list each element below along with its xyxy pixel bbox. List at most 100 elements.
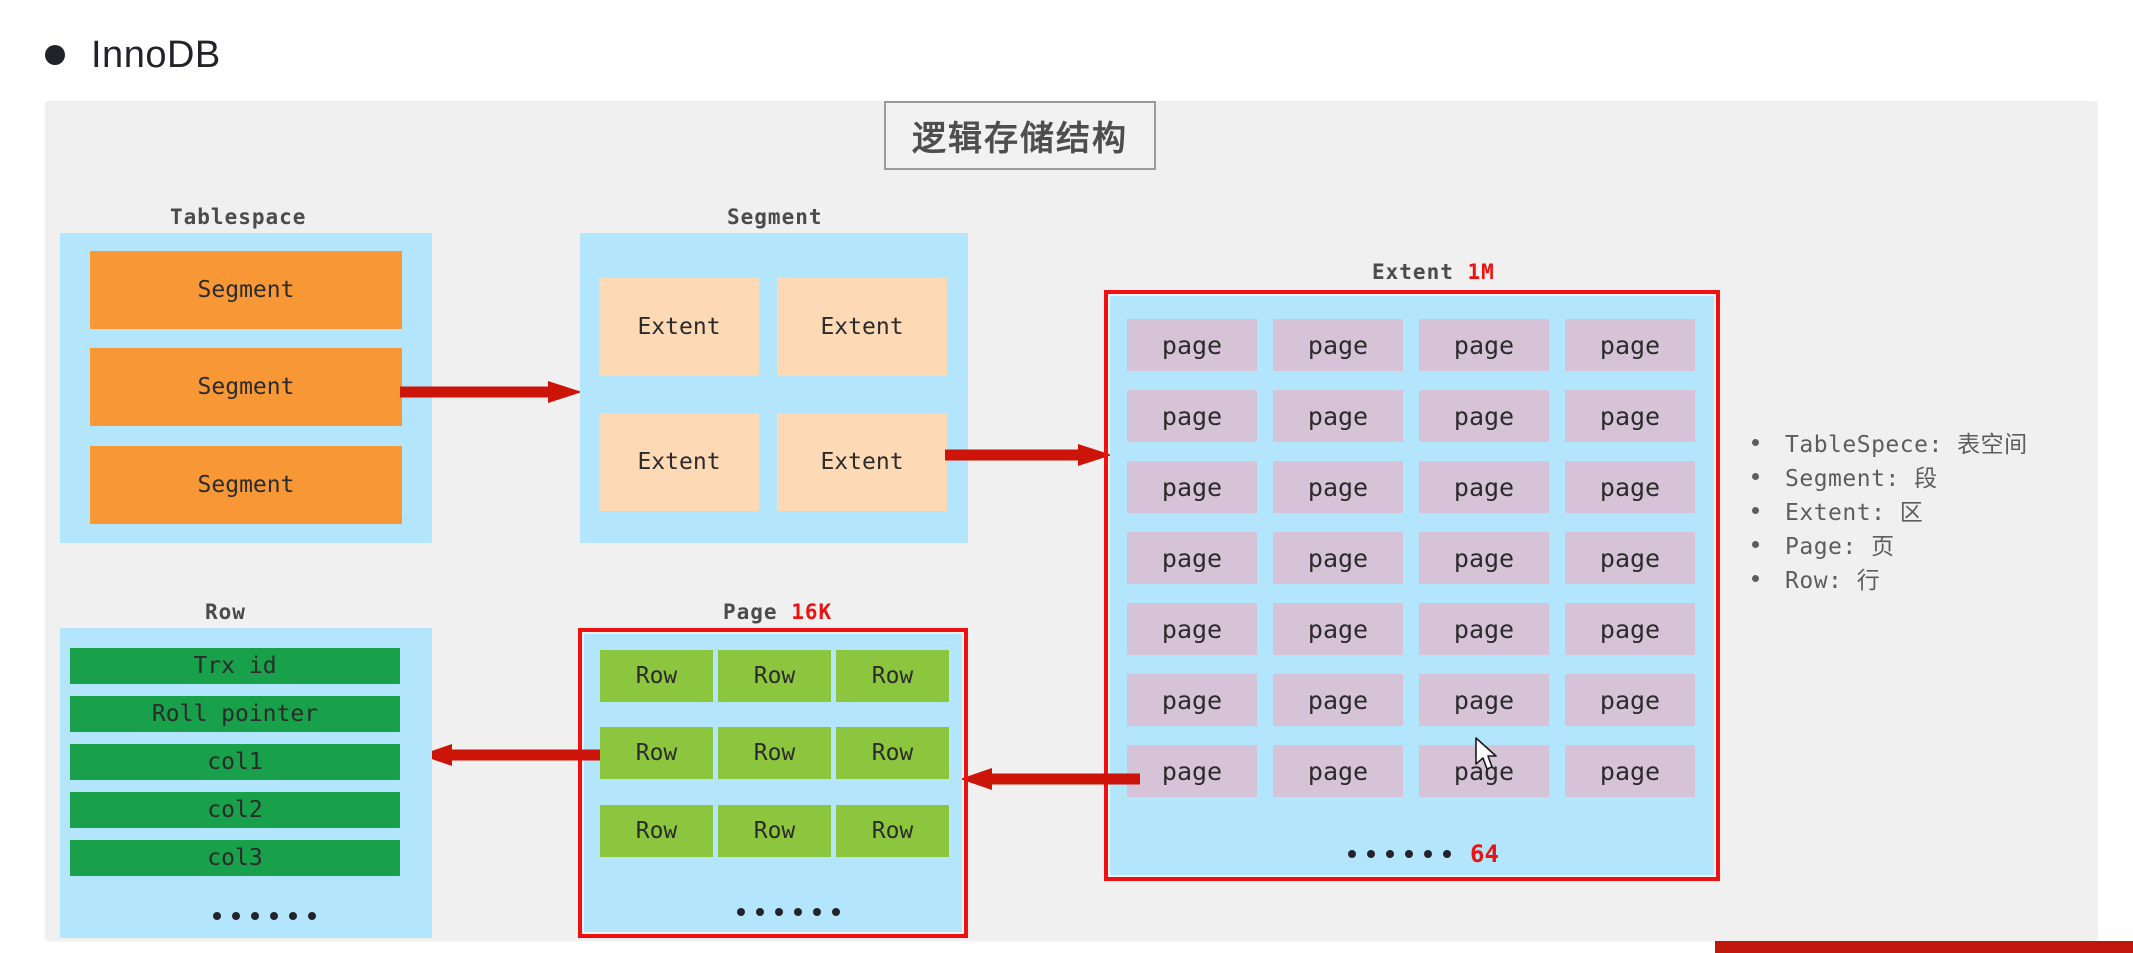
extent-redframe	[1104, 290, 1720, 881]
page-row-7[interactable]: Row	[718, 805, 831, 857]
page-title: InnoDB	[91, 34, 221, 76]
extent-page-15[interactable]: page	[1565, 532, 1695, 584]
extent-page-18[interactable]: page	[1419, 603, 1549, 655]
page-row-8[interactable]: Row	[836, 805, 949, 857]
extent-page-6[interactable]: page	[1419, 390, 1549, 442]
extent-page-22[interactable]: page	[1419, 674, 1549, 726]
legend-list: TableSpece: 表空间 Segment: 段 Extent: 区 Pag…	[1752, 425, 2028, 595]
row-field-4[interactable]: col3	[70, 840, 400, 876]
ellipsis-dot	[251, 912, 259, 920]
extent-page-count: 64	[1470, 840, 1499, 868]
legend-bullet-icon	[1752, 473, 1759, 480]
bullet-dot-icon	[45, 45, 65, 65]
legend-bullet-icon	[1752, 439, 1759, 446]
page-row-6[interactable]: Row	[600, 805, 713, 857]
extent-page-0[interactable]: page	[1127, 319, 1257, 371]
tablespace-caption: Tablespace	[170, 205, 306, 229]
arrow-segment-to-extent	[945, 444, 1112, 466]
extent-page-13[interactable]: page	[1273, 532, 1403, 584]
legend-bullet-icon	[1752, 507, 1759, 514]
legend-bullet-icon	[1752, 575, 1759, 582]
extent-caption-accent: 1M	[1467, 260, 1495, 284]
ellipsis-dot	[737, 908, 745, 916]
extent-page-5[interactable]: page	[1273, 390, 1403, 442]
row-caption: Row	[205, 600, 246, 624]
page-row-0[interactable]: Row	[600, 650, 713, 702]
extent-page-17[interactable]: page	[1273, 603, 1403, 655]
extent-page-8[interactable]: page	[1127, 461, 1257, 513]
legend-item-row: Row: 行	[1752, 561, 2028, 595]
segment-extent-2[interactable]: Extent	[599, 413, 759, 511]
arrow-extent-to-page	[960, 768, 1140, 790]
page-row-4[interactable]: Row	[718, 727, 831, 779]
row-ellipsis	[213, 912, 316, 920]
diagram-title-text: 逻辑存储结构	[912, 119, 1128, 159]
extent-caption: Extent 1M	[1372, 260, 1495, 284]
extent-page-7[interactable]: page	[1565, 390, 1695, 442]
ellipsis-dot	[813, 908, 821, 916]
page-caption: Page 16K	[723, 600, 832, 624]
legend-label: Extent: 区	[1785, 500, 1924, 526]
legend-item-extent: Extent: 区	[1752, 493, 2028, 527]
extent-page-14[interactable]: page	[1419, 532, 1549, 584]
arrow-tablespace-to-segment	[400, 381, 582, 403]
extent-page-21[interactable]: page	[1273, 674, 1403, 726]
extent-page-10[interactable]: page	[1419, 461, 1549, 513]
ellipsis-dot	[232, 912, 240, 920]
segment-extent-3[interactable]: Extent	[777, 413, 947, 511]
legend-item-page: Page: 页	[1752, 527, 2028, 561]
page-ellipsis	[737, 908, 840, 916]
page-row-2[interactable]: Row	[836, 650, 949, 702]
extent-page-12[interactable]: page	[1127, 532, 1257, 584]
ellipsis-dot	[308, 912, 316, 920]
legend-label: Row: 行	[1785, 568, 1881, 594]
legend-label: TableSpece: 表空间	[1785, 432, 2028, 458]
page-row-1[interactable]: Row	[718, 650, 831, 702]
segment-extent-0[interactable]: Extent	[599, 278, 759, 376]
extent-page-27[interactable]: page	[1565, 745, 1695, 797]
bottom-red-strip	[1715, 941, 2133, 953]
tablespace-segment-2[interactable]: Segment	[90, 446, 402, 524]
segment-caption-text: Segment	[727, 205, 823, 229]
ellipsis-dot	[1348, 850, 1356, 858]
extent-page-4[interactable]: page	[1127, 390, 1257, 442]
row-field-3[interactable]: col2	[70, 792, 400, 828]
extent-page-3[interactable]: page	[1565, 319, 1695, 371]
extent-page-2[interactable]: page	[1419, 319, 1549, 371]
extent-page-16[interactable]: page	[1127, 603, 1257, 655]
page-caption-accent: 16K	[791, 600, 833, 624]
segment-extent-1[interactable]: Extent	[777, 278, 947, 376]
extent-page-26[interactable]: page	[1419, 745, 1549, 797]
row-field-0[interactable]: Trx id	[70, 648, 400, 684]
ellipsis-dot	[270, 912, 278, 920]
legend-bullet-icon	[1752, 541, 1759, 548]
ellipsis-dot	[794, 908, 802, 916]
extent-ellipsis: 64	[1348, 840, 1499, 868]
page-caption-text: Page	[723, 600, 778, 624]
row-field-1[interactable]: Roll pointer	[70, 696, 400, 732]
ellipsis-dot	[289, 912, 297, 920]
page-row-5[interactable]: Row	[836, 727, 949, 779]
tablespace-segment-0[interactable]: Segment	[90, 251, 402, 329]
extent-page-11[interactable]: page	[1565, 461, 1695, 513]
page-heading: InnoDB	[45, 36, 221, 74]
tablespace-segment-1[interactable]: Segment	[90, 348, 402, 426]
extent-page-25[interactable]: page	[1273, 745, 1403, 797]
ellipsis-dot	[213, 912, 221, 920]
legend-label: Page: 页	[1785, 534, 1895, 560]
extent-page-20[interactable]: page	[1127, 674, 1257, 726]
legend-item-segment: Segment: 段	[1752, 459, 2028, 493]
extent-page-19[interactable]: page	[1565, 603, 1695, 655]
row-caption-text: Row	[205, 600, 246, 624]
tablespace-caption-text: Tablespace	[170, 205, 307, 229]
extent-page-23[interactable]: page	[1565, 674, 1695, 726]
ellipsis-dot	[1424, 850, 1432, 858]
row-field-2[interactable]: col1	[70, 744, 400, 780]
extent-page-1[interactable]: page	[1273, 319, 1403, 371]
extent-page-24[interactable]: page	[1127, 745, 1257, 797]
page-row-3[interactable]: Row	[600, 727, 713, 779]
arrow-page-to-row	[420, 744, 600, 766]
extent-page-9[interactable]: page	[1273, 461, 1403, 513]
ellipsis-dot	[1367, 850, 1375, 858]
